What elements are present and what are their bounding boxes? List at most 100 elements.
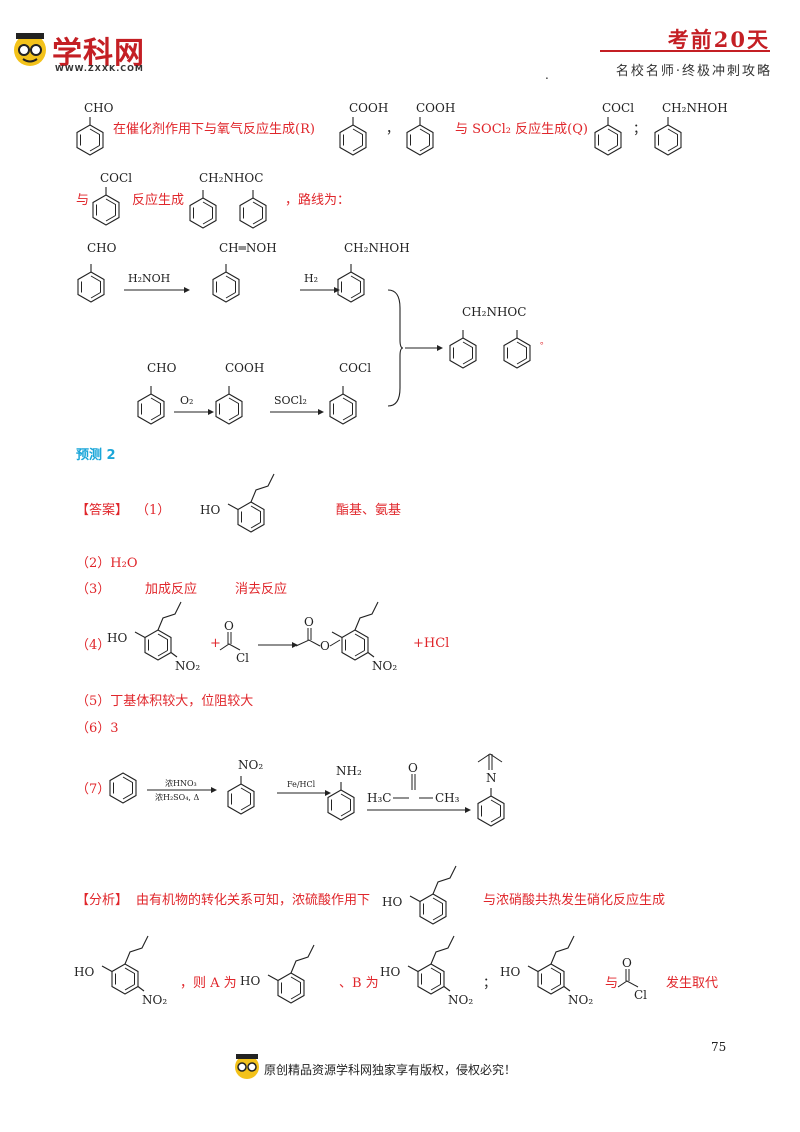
route-brace — [387, 289, 443, 407]
svg-text:O: O — [408, 761, 418, 775]
route-benzoyl-chloride: COCl — [322, 361, 371, 433]
route-hydroxylamine: CH₂NHOH — [330, 241, 410, 308]
svg-text:O₂: O₂ — [180, 394, 193, 407]
acetyl-chloride-structure: O Cl — [219, 619, 249, 665]
header-subtitle: 名校名师·终极冲刺攻略 — [615, 64, 772, 79]
product-amide-structure: CH₂NHOC — [185, 171, 295, 235]
svg-text:CHO: CHO — [87, 241, 117, 255]
svg-text:CH₂NHOH: CH₂NHOH — [344, 241, 410, 255]
analysis-text-2: 与浓硝酸共热发生硝化反应生成 — [483, 893, 666, 908]
logo-mascot-icon — [14, 33, 46, 66]
svg-text:NO₂: NO₂ — [372, 659, 397, 673]
stray-dot: . — [545, 68, 549, 82]
answer-6: （6）3 — [76, 721, 119, 736]
svg-text:COOH: COOH — [225, 361, 264, 375]
answer-4-number: （4） — [76, 638, 111, 653]
nitration-arrow: 浓HNO₃ 浓H₂SO₄, Δ — [147, 779, 217, 802]
line1-semicolon: ； — [633, 122, 647, 137]
svg-text:COOH: COOH — [416, 101, 455, 115]
butylphenol-structure: HO — [200, 468, 308, 548]
svg-text:Cl: Cl — [236, 651, 249, 665]
reduction-arrow: Fe/HCl — [277, 780, 331, 796]
answer-7-number: （7） — [76, 782, 111, 797]
header-rule — [600, 50, 770, 52]
answer-3-a: 加成反应 — [145, 582, 198, 597]
svg-text:HO: HO — [240, 974, 260, 988]
svg-text:CH₃: CH₃ — [435, 791, 460, 805]
route-benzoic-acid: COOH — [208, 361, 264, 433]
analysis-b-structure-2: HO NO₂ — [500, 940, 593, 1007]
line1-text-a: 在催化剂作用下与氧气反应生成(R) — [113, 122, 315, 137]
acetone-arrow — [367, 807, 471, 813]
route-benzaldehyde-2: CHO — [130, 361, 177, 433]
route-arrow-o2: O₂ — [174, 394, 214, 415]
svg-text:HO: HO — [382, 895, 402, 909]
analysis-butylphenol: HO — [382, 860, 490, 940]
svg-text:COCl: COCl — [602, 101, 634, 115]
route-end-mark: 。 — [540, 337, 550, 347]
benzoic-acid-structure: COOH — [335, 101, 388, 160]
footer-copyright: 原创精品资源学科网独家享有版权，侵权必究！ — [264, 1063, 517, 1077]
route-final-amide: CH₂NHOC — [440, 305, 560, 372]
route-benzaldehyde: CHO — [70, 241, 117, 308]
line2-text-b: 反应生成 — [132, 193, 185, 208]
analysis-a-structure: HO — [240, 945, 348, 1015]
route-oxime: CH═NOH — [205, 241, 277, 308]
benzene-structure — [109, 772, 137, 804]
analysis-text-4: 、B 为 — [339, 976, 379, 991]
nitro-butylphenol-structure: HO NO₂ — [107, 602, 200, 673]
svg-text:O: O — [304, 615, 314, 629]
svg-text:NO₂: NO₂ — [142, 993, 167, 1007]
svg-text:NO₂: NO₂ — [448, 993, 473, 1007]
svg-text:NO₂: NO₂ — [568, 993, 593, 1007]
svg-text:NO₂: NO₂ — [238, 758, 263, 772]
ester-product-structure: O O NO₂ — [295, 600, 397, 673]
svg-text:HO: HO — [500, 965, 520, 979]
benzoic-acid-structure-2: COOH — [402, 101, 455, 160]
svg-text:HO: HO — [107, 631, 127, 645]
svg-text:HO: HO — [200, 503, 220, 517]
answer-5: （5）丁基体积较大，位阻较大 — [76, 694, 254, 709]
answer-1-number: （1） — [136, 503, 171, 518]
line1-comma: ， — [386, 122, 400, 137]
line2-text-c: ，路线为： — [285, 193, 351, 208]
answer-3-b: 消去反应 — [235, 582, 288, 597]
analysis-b-structure: HO NO₂ — [380, 940, 473, 1007]
svg-text:HO: HO — [380, 965, 400, 979]
answer-2: （2）H₂O — [76, 556, 138, 571]
route-arrow-h2: H₂ — [300, 272, 340, 293]
svg-text:O: O — [622, 956, 632, 970]
analysis-text-1: 由有机物的转化关系可知，浓硫酸作用下 — [136, 893, 371, 908]
answer-4-hcl: +HCl — [413, 636, 450, 651]
svg-text:CH₂NHOH: CH₂NHOH — [662, 101, 728, 115]
answer-label: 【答案】 — [76, 503, 129, 518]
analysis-nitro-butylphenol: HO NO₂ — [74, 940, 167, 1007]
benzaldehyde-structure: CHO — [72, 101, 114, 160]
logo: 学科网 WWW.ZXXK.COM — [10, 30, 170, 80]
acetone-structure: O H₃C CH₃ — [367, 761, 460, 805]
answer-4-arrow — [258, 642, 298, 648]
svg-text:CHO: CHO — [84, 101, 114, 115]
answer-1-text: 酯基、氨基 — [336, 503, 402, 518]
analysis-text-6: 与 — [605, 976, 619, 991]
analysis-text-3: ，则 A 为 — [180, 976, 237, 991]
page-number: 75 — [711, 1040, 727, 1054]
svg-text:NH₂: NH₂ — [336, 764, 362, 778]
route-arrow-h2noh: H₂NOH — [124, 272, 190, 293]
analysis-label: 【分析】 — [76, 893, 129, 908]
footer-mascot-icon — [235, 1054, 259, 1079]
benzoyl-chloride-structure: COCl — [590, 101, 634, 160]
line1-text-b: 与 SOCl₂ 反应生成(Q) — [455, 122, 588, 137]
analysis-text-5: ； — [483, 976, 497, 991]
svg-text:NO₂: NO₂ — [175, 659, 200, 673]
svg-text:CH₂NHOC: CH₂NHOC — [462, 305, 526, 319]
svg-text:COCl: COCl — [100, 171, 132, 185]
answer-4-plus: + — [210, 636, 221, 651]
nitrobenzene-structure: NO₂ — [222, 758, 263, 821]
svg-text:HO: HO — [74, 965, 94, 979]
analysis-text-7: 发生取代 — [666, 976, 719, 991]
svg-text:H₃C: H₃C — [367, 791, 391, 805]
svg-text:H₂: H₂ — [304, 272, 318, 285]
svg-text:COCl: COCl — [339, 361, 371, 375]
svg-text:O: O — [224, 619, 234, 633]
